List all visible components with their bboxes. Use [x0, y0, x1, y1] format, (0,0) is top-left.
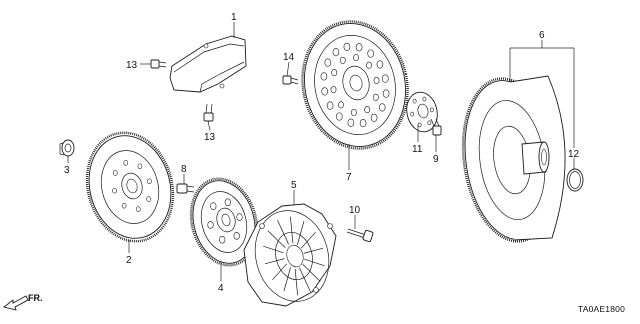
drive-plate-hole — [330, 86, 337, 94]
drive-plate-hole — [373, 76, 380, 84]
diaphragm-finger — [277, 219, 289, 245]
drive-plate-hole — [347, 118, 355, 127]
part-cover-plate — [169, 35, 247, 93]
drive-plate-hole — [370, 113, 378, 122]
part-pressure-plate — [243, 203, 337, 307]
callout-labels: 1 2 3 4 5 6 7 8 9 10 11 12 13 13 14 — [64, 12, 580, 294]
callout-9: 9 — [433, 154, 439, 165]
drive-plate-hole — [366, 61, 372, 69]
callout-8: 8 — [181, 164, 187, 175]
drive-plate-hole — [355, 43, 363, 52]
drive-plate-hole — [324, 58, 332, 67]
diaphragm-finger — [272, 263, 288, 281]
drive-plate-hole — [376, 60, 384, 69]
callout-1: 1 — [231, 12, 237, 23]
diagram-code: TA0AE1800 — [578, 304, 625, 314]
part-torque-converter-bolt — [430, 118, 442, 136]
diaphragm-finger — [300, 231, 316, 249]
drive-plate-hole — [343, 42, 351, 51]
part-cover-bolt-upper — [150, 59, 167, 69]
diaphragm-finger — [304, 258, 325, 267]
diaphragm-finger — [303, 247, 324, 254]
diaphragm-finger — [297, 220, 305, 245]
front-arrow-icon — [2, 295, 29, 311]
drive-plate-hole — [382, 89, 390, 98]
damper-spring — [219, 235, 226, 244]
drive-plate-hole — [367, 49, 375, 58]
backing-plate-hole — [412, 98, 417, 104]
drive-plate-hole — [338, 101, 344, 109]
callout-6: 6 — [539, 30, 545, 41]
backing-plate-hole — [429, 107, 434, 113]
part-backing-plate — [406, 91, 438, 133]
drive-plate-hole — [359, 119, 367, 128]
damper-spring — [236, 213, 243, 221]
drive-plate-hole — [320, 72, 328, 81]
flywheel-hole — [113, 170, 118, 176]
drive-plate-hole — [350, 108, 357, 117]
drive-plate-hole — [321, 87, 329, 96]
drive-plate-hole — [381, 74, 389, 83]
callout-2: 2 — [126, 255, 132, 266]
callout-11: 11 — [412, 144, 423, 155]
part-flywheel-bolt — [176, 183, 195, 194]
callout-12: 12 — [568, 149, 580, 160]
flywheel-hole — [112, 187, 117, 194]
flywheel-hole — [146, 196, 151, 202]
front-label: FR. — [28, 293, 43, 303]
diaphragm-finger — [290, 216, 294, 244]
diaphragm-finger — [264, 258, 285, 265]
part-pressure-plate-bolt — [346, 228, 374, 243]
part-o-ring — [566, 168, 584, 192]
callout-10: 10 — [349, 205, 361, 216]
flywheel-hole — [123, 160, 129, 166]
diaphragm-finger — [283, 267, 291, 292]
damper-spring — [207, 221, 214, 229]
part-drive-plate — [301, 20, 409, 150]
callout-14: 14 — [283, 52, 295, 63]
backing-plate-hole — [417, 122, 422, 128]
drive-plate-hole — [335, 112, 343, 121]
part-flywheel — [85, 131, 175, 243]
diaphragm-finger — [267, 230, 286, 249]
drive-plate-hole — [331, 69, 338, 77]
backing-plate-hole — [427, 120, 432, 126]
flywheel-hole — [147, 178, 152, 185]
part-clutch-disc — [189, 177, 259, 267]
drive-plate-hole — [372, 93, 379, 101]
backing-plate-hole — [410, 111, 415, 117]
front-direction-indicator: FR. — [2, 293, 43, 311]
flywheel-hole — [121, 202, 127, 209]
callout-5: 5 — [291, 180, 297, 191]
flywheel-hole — [135, 206, 141, 212]
part-drive-plate-bolt — [282, 75, 299, 85]
diaphragm-finger — [299, 267, 311, 293]
drive-plate-hole — [339, 56, 346, 64]
diaphragm-finger — [294, 268, 298, 296]
callout-7: 7 — [346, 172, 352, 183]
callout-13-lower: 13 — [204, 132, 216, 143]
damper-spring — [233, 232, 240, 240]
flywheel-hole — [137, 163, 143, 170]
leader-lines — [67, 22, 575, 281]
drive-plate-hole — [326, 101, 334, 110]
damper-spring — [224, 198, 231, 207]
damper-spring — [210, 202, 217, 210]
diaphragm-finger — [302, 263, 321, 282]
part-dowel-sleeve — [59, 139, 75, 157]
drive-plate-hole — [378, 103, 386, 112]
callout-3: 3 — [64, 165, 70, 176]
backing-plate-hole — [422, 96, 427, 102]
callout-13-upper: 13 — [126, 60, 138, 71]
callout-4: 4 — [218, 283, 224, 294]
part-cover-bolt-lower — [203, 103, 214, 122]
diaphragm-finger — [263, 245, 284, 254]
part-torque-converter — [461, 75, 566, 243]
drive-plate-hole — [353, 53, 359, 62]
drive-plate-hole — [332, 48, 340, 57]
drive-plate-hole — [364, 106, 371, 114]
